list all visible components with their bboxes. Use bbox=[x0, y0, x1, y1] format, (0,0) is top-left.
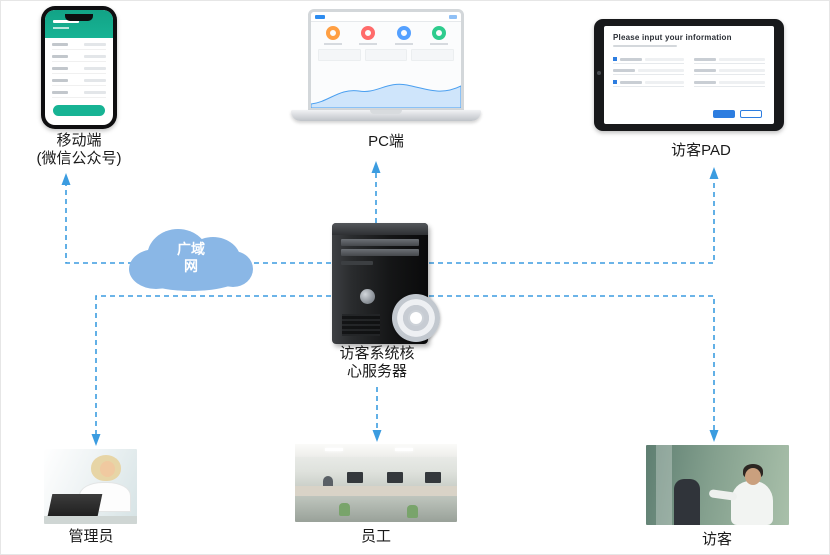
pad-screen-title: Please input your information bbox=[613, 33, 732, 42]
pad-form-row bbox=[613, 80, 685, 87]
server-logo-badge bbox=[360, 289, 375, 304]
pad-buttons bbox=[713, 110, 762, 118]
pad-form-row bbox=[613, 69, 685, 75]
pad-tablet-mockup: Please input your information bbox=[594, 19, 784, 131]
mobile-node-label: 移动端 (微信公众号) bbox=[9, 132, 149, 168]
admin-label: 管理员 bbox=[68, 528, 114, 545]
phone-submit-button bbox=[53, 105, 105, 116]
visitor-node-label: 访客 bbox=[647, 531, 787, 549]
server-top-panel bbox=[332, 223, 428, 235]
pad-submit-button bbox=[713, 110, 735, 118]
mobile-label: 移动端 bbox=[56, 132, 102, 149]
pad-reset-button bbox=[740, 110, 762, 118]
server-label-line1: 访客系统核 bbox=[339, 345, 415, 362]
arrow-to-pad bbox=[709, 167, 719, 179]
staff-photo bbox=[295, 444, 457, 522]
phone-notch bbox=[65, 14, 93, 21]
pc-node-label: PC端 bbox=[316, 133, 456, 151]
phone-form-row bbox=[52, 43, 106, 50]
pad-node-label: 访客PAD bbox=[631, 142, 771, 160]
pc-label: PC端 bbox=[368, 133, 404, 150]
phone-form-row bbox=[52, 79, 106, 86]
tablet-screen: Please input your information bbox=[604, 26, 774, 124]
cd-disc bbox=[392, 294, 440, 342]
arrow-to-staff bbox=[372, 430, 382, 442]
pad-form-row bbox=[613, 57, 685, 64]
admin-node-label: 管理员 bbox=[21, 528, 161, 546]
arrow-to-admin bbox=[91, 434, 101, 446]
arrow-to-mobile bbox=[61, 173, 71, 185]
visitor-label: 访客 bbox=[701, 531, 732, 548]
server-tower bbox=[332, 223, 440, 344]
server-drive-bay bbox=[341, 239, 419, 246]
laptop-base bbox=[291, 110, 481, 121]
server-slot bbox=[341, 261, 373, 265]
pad-form-row bbox=[693, 80, 765, 87]
arrow-to-visitor bbox=[709, 430, 719, 442]
mobile-sublabel: (微信公众号) bbox=[36, 150, 122, 167]
visitor-photo bbox=[646, 445, 789, 525]
gauge-orange bbox=[326, 26, 340, 40]
connector-server-to-admin bbox=[95, 295, 331, 434]
server-vents bbox=[342, 314, 380, 336]
wan-cloud-label: 广域 网 bbox=[177, 241, 205, 274]
pc-laptop-mockup bbox=[291, 9, 481, 121]
server-drive-bay bbox=[341, 249, 419, 256]
gauge-blue bbox=[396, 26, 411, 40]
arrow-to-pc bbox=[371, 161, 381, 173]
staff-node-label: 员工 bbox=[306, 528, 446, 546]
laptop-screen bbox=[308, 9, 464, 110]
pad-form bbox=[613, 52, 765, 87]
admin-photo bbox=[44, 449, 137, 524]
pad-label: 访客PAD bbox=[671, 142, 731, 159]
wan-cloud: 广域 网 bbox=[129, 227, 253, 293]
phone-screen bbox=[45, 10, 113, 125]
mobile-phone-mockup bbox=[41, 6, 117, 129]
gauge-red bbox=[361, 26, 376, 40]
gauge-green bbox=[431, 26, 446, 40]
server-node-label: 访客系统核 心服务器 bbox=[307, 345, 447, 381]
pad-screen-subtitle-bar bbox=[613, 45, 677, 47]
tablet-camera-dot bbox=[597, 71, 601, 75]
dashboard-area-chart bbox=[311, 76, 461, 108]
phone-form-row bbox=[52, 55, 106, 62]
phone-form-row bbox=[52, 91, 106, 98]
dashboard-cards bbox=[311, 46, 461, 61]
dashboard-navbar bbox=[311, 12, 461, 22]
connector-server-to-pad bbox=[429, 179, 715, 264]
staff-label: 员工 bbox=[360, 528, 391, 545]
pad-form-row bbox=[693, 57, 765, 64]
dashboard-gauges bbox=[311, 22, 461, 46]
phone-form-row bbox=[52, 67, 106, 74]
server-label-line2: 心服务器 bbox=[346, 363, 407, 380]
pad-form-row bbox=[693, 69, 765, 75]
connector-server-to-visitor bbox=[429, 295, 715, 430]
